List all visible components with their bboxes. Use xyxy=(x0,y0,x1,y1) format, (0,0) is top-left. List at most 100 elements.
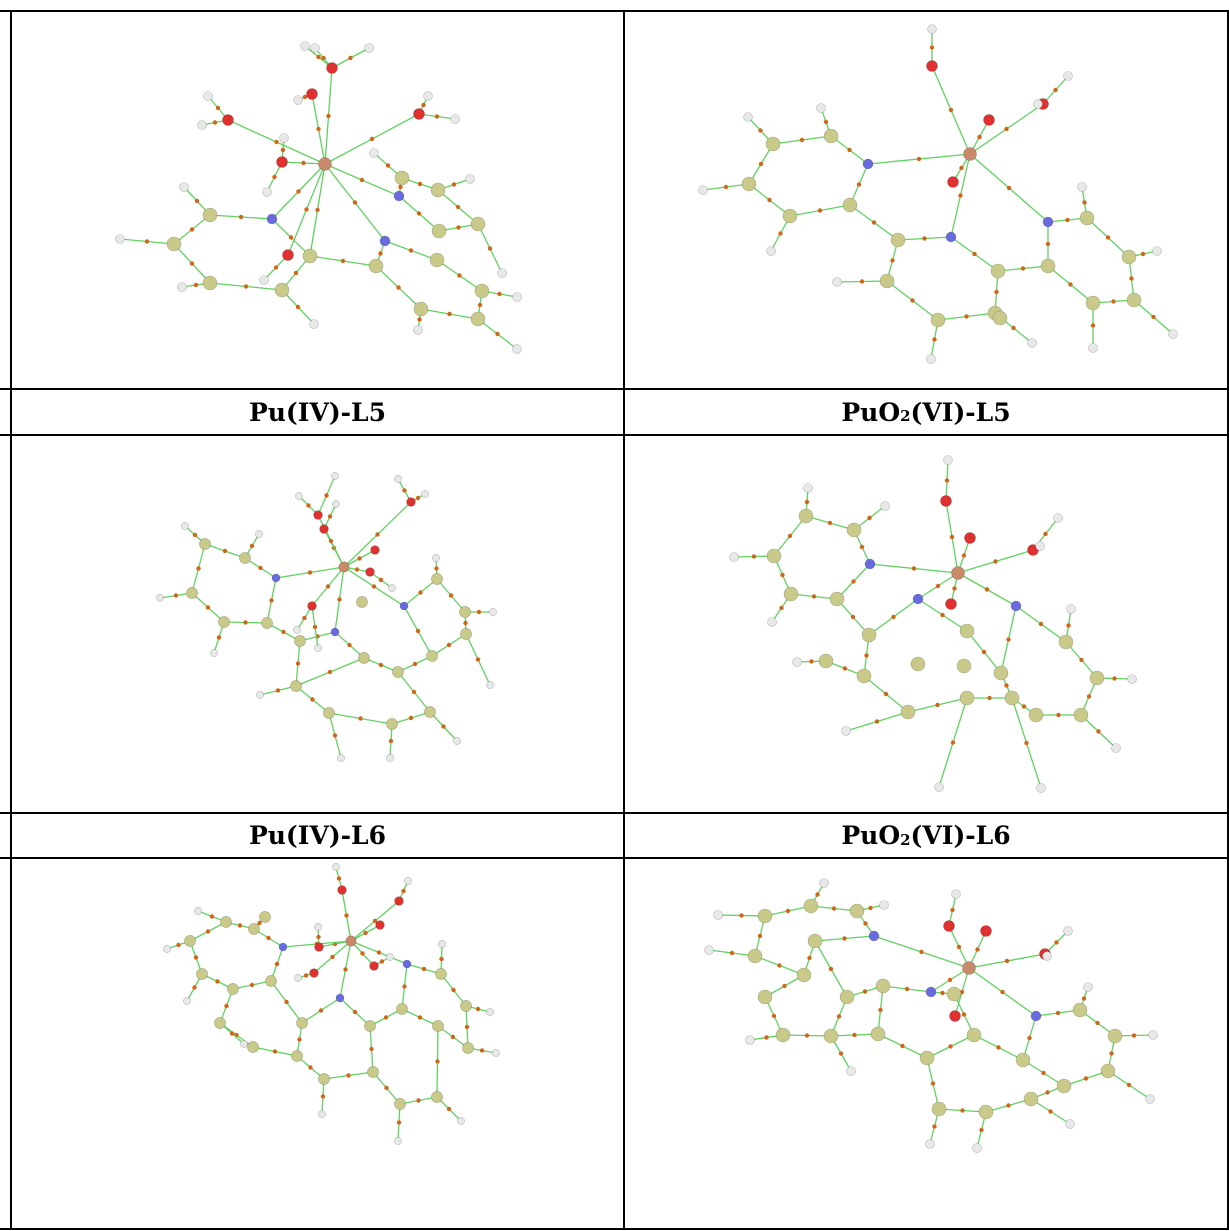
atom xyxy=(331,472,339,480)
critical-point xyxy=(352,200,358,205)
critical-point xyxy=(964,314,969,319)
critical-point xyxy=(402,984,407,989)
critical-point xyxy=(1004,958,1010,964)
atom xyxy=(177,282,187,292)
critical-point xyxy=(369,136,375,142)
atom xyxy=(369,961,379,971)
atom xyxy=(337,754,345,762)
critical-point xyxy=(328,538,334,544)
critical-point xyxy=(778,231,783,236)
atom xyxy=(798,508,814,524)
atom xyxy=(1063,926,1073,936)
critical-point xyxy=(415,628,421,634)
critical-point xyxy=(1021,704,1027,709)
atom xyxy=(265,975,277,987)
critical-point xyxy=(994,289,999,295)
critical-point xyxy=(932,1124,937,1129)
atom xyxy=(862,158,874,170)
atom xyxy=(394,1098,406,1110)
critical-point xyxy=(497,291,502,297)
critical-point xyxy=(237,923,243,928)
critical-point xyxy=(378,577,384,583)
atom xyxy=(369,148,379,158)
critical-point xyxy=(288,235,294,240)
critical-point xyxy=(408,715,414,721)
critical-point xyxy=(441,724,446,729)
atom xyxy=(431,223,447,239)
critical-point xyxy=(987,695,992,701)
critical-point xyxy=(916,156,922,162)
atom xyxy=(313,510,323,520)
atom xyxy=(459,606,471,618)
atom xyxy=(368,258,384,274)
critical-point xyxy=(1011,325,1016,331)
critical-point xyxy=(1053,87,1058,93)
critical-point xyxy=(249,982,255,988)
critical-point xyxy=(325,584,331,589)
critical-point xyxy=(340,258,346,264)
critical-point xyxy=(173,593,179,598)
atom xyxy=(842,197,858,213)
atom xyxy=(370,545,380,555)
caption-text: (VI)-L6 xyxy=(910,821,1011,850)
atom xyxy=(379,235,391,247)
atom xyxy=(1036,783,1046,793)
caption-pu-iv-l6: Pu(IV)-L6 xyxy=(12,814,623,857)
critical-point xyxy=(777,963,782,968)
critical-point xyxy=(1055,1010,1061,1016)
atom xyxy=(255,530,263,538)
critical-point xyxy=(842,936,847,941)
atom xyxy=(256,691,264,699)
atom xyxy=(926,354,936,364)
critical-point xyxy=(495,331,500,337)
atom xyxy=(438,940,446,948)
critical-point xyxy=(209,914,215,919)
atom xyxy=(807,933,823,949)
critical-point xyxy=(1112,676,1117,681)
atom xyxy=(184,935,196,947)
atom xyxy=(964,532,976,544)
critical-point xyxy=(303,973,309,978)
critical-point xyxy=(890,258,895,263)
molecule-image-pu-iv-l6 xyxy=(163,863,500,1145)
critical-point xyxy=(448,593,454,598)
atom xyxy=(1107,1028,1123,1044)
atom xyxy=(261,617,273,629)
critical-point xyxy=(929,45,935,50)
atom xyxy=(1042,951,1052,961)
critical-point xyxy=(348,55,353,61)
atom xyxy=(300,41,310,51)
critical-point xyxy=(205,605,211,610)
table-border-row1 xyxy=(0,388,1229,390)
caption-subscript: 2 xyxy=(900,407,911,425)
atom xyxy=(314,923,322,931)
atom xyxy=(394,475,402,483)
critical-point xyxy=(352,1009,358,1015)
atom xyxy=(365,567,375,577)
atom xyxy=(943,455,953,465)
atom xyxy=(1111,743,1121,753)
critical-point xyxy=(771,1013,777,1019)
atom xyxy=(816,103,826,113)
critical-point xyxy=(327,669,333,675)
critical-point xyxy=(193,955,199,960)
critical-point xyxy=(258,565,263,571)
atom xyxy=(202,275,218,291)
atom xyxy=(386,754,394,762)
atom xyxy=(1127,674,1137,684)
atom xyxy=(951,566,965,580)
critical-point xyxy=(456,225,461,230)
critical-point xyxy=(371,584,377,589)
critical-point xyxy=(935,702,940,708)
atom xyxy=(166,236,182,252)
critical-point xyxy=(463,620,468,626)
critical-point xyxy=(859,279,865,284)
critical-point xyxy=(1045,241,1051,247)
critical-point xyxy=(956,944,962,950)
critical-point xyxy=(804,1033,810,1038)
critical-point xyxy=(476,609,482,615)
atom xyxy=(259,275,269,285)
atom xyxy=(239,552,251,564)
